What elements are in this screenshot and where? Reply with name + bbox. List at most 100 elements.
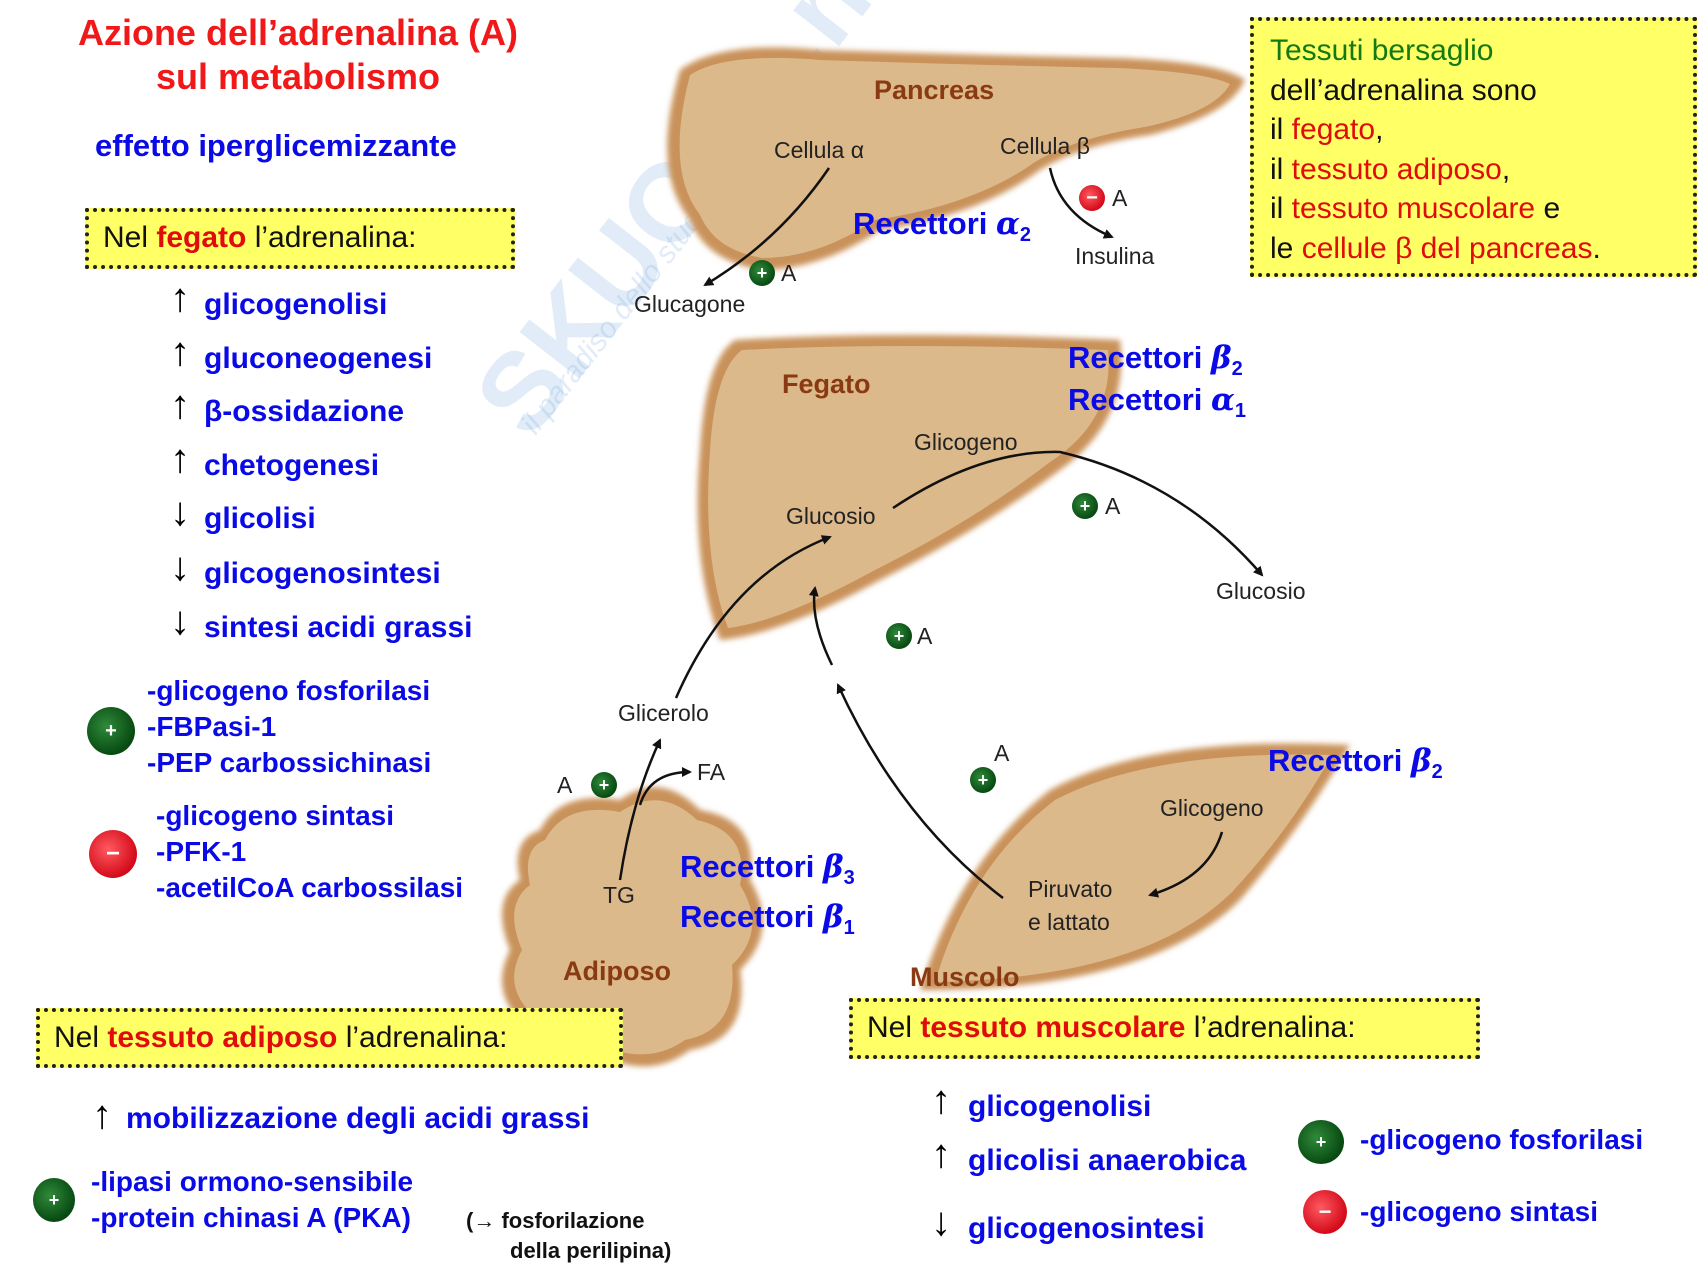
- label-glucagon: Glucagone: [634, 291, 746, 317]
- activation-icon: +: [87, 707, 135, 755]
- effect-item: β-ossidazione: [204, 395, 405, 428]
- label-glycogen-muscle: Glicogeno: [1160, 795, 1264, 821]
- muscle-box: Nel tessuto muscolare l’adrenalina:: [849, 998, 1480, 1059]
- muscle-inhibited-enzyme: -glicogeno sintasi: [1360, 1196, 1599, 1227]
- arrow-beta-to-insulin: [1048, 167, 1114, 239]
- arrow-glycerol-to-glucose: [674, 535, 832, 699]
- enzyme: -PFK-1: [156, 836, 247, 867]
- up-arrow-icon: ↑: [170, 437, 190, 481]
- effect-item: chetogenesi: [204, 449, 380, 482]
- enzyme: -protein chinasi A (PKA): [91, 1202, 411, 1233]
- targets-box: Tessuti bersaglio dell’adrenalina sono i…: [1250, 17, 1697, 277]
- label-glucose-liver: Glucosio: [786, 503, 876, 529]
- label-adipose: Adiposo: [563, 956, 671, 986]
- arrow-glycogen-to-pyruvate: [1148, 831, 1224, 898]
- adipose-activated-enzymes: -lipasi ormono-sensibile -protein chinas…: [91, 1164, 413, 1236]
- perilipin-note-1: (→ fosforilazione: [466, 1208, 645, 1233]
- adipose-shape: [502, 787, 763, 1067]
- arrow-liver-upper: [808, 586, 834, 666]
- enzyme: -lipasi ormono-sensibile: [91, 1166, 414, 1197]
- up-arrow-icon: ↑: [170, 330, 190, 374]
- label-a: A: [1105, 493, 1121, 519]
- enzyme: -glicogeno fosforilasi: [147, 675, 431, 706]
- targets-line: il tessuto muscolare e: [1270, 192, 1561, 225]
- effect-item: gluconeogenesi: [204, 342, 433, 375]
- effect-item: glicolisi anaerobica: [968, 1144, 1247, 1177]
- arrow-alpha-to-glucagon: [703, 167, 831, 287]
- title-line1: Azione dell’adrenalina (A): [77, 12, 519, 53]
- liver-inhibited-enzymes: -glicogeno sintasi -PFK-1 -acetilCoA car…: [156, 798, 463, 906]
- label-a: A: [917, 623, 933, 649]
- receptor-muscle-beta2: Recettori β2: [1268, 743, 1443, 784]
- label-insulin: Insulina: [1075, 243, 1155, 269]
- targets-line: dell’adrenalina sono: [1270, 73, 1537, 107]
- plus-icon: +: [591, 772, 617, 798]
- arrow-glycogen-to-glucose-out: [892, 450, 1264, 577]
- activation-icon: +: [33, 1178, 75, 1222]
- plus-icon: +: [970, 767, 996, 793]
- label-a: A: [1112, 185, 1128, 211]
- arrow-tg-to-glycerol: [618, 738, 662, 881]
- effect-item: glicogenosintesi: [968, 1212, 1205, 1245]
- inhibition-icon: −: [1303, 1190, 1347, 1234]
- label-lactate: e lattato: [1028, 909, 1110, 935]
- down-arrow-icon: ↓: [170, 490, 190, 534]
- label-cell-beta: Cellula β: [1000, 133, 1090, 159]
- enzyme: -PEP carbossichinasi: [147, 747, 432, 778]
- adipose-box-text: Nel tessuto adiposo l’adrenalina:: [54, 1021, 508, 1054]
- enzyme: -FBPasi-1: [147, 711, 277, 742]
- targets-line: le cellule β del pancreas.: [1270, 231, 1601, 265]
- up-arrow-icon: ↑: [170, 383, 190, 427]
- receptor-adipose-beta1: Recettori β1: [680, 899, 855, 940]
- label-tg: TG: [603, 882, 635, 908]
- muscle-box-text: Nel tessuto muscolare l’adrenalina:: [867, 1011, 1356, 1044]
- liver-activated-enzymes: -glicogeno fosforilasi -FBPasi-1 -PEP ca…: [147, 673, 431, 781]
- liver-box: Nel fegato l’adrenalina:: [85, 208, 515, 269]
- up-arrow-icon: ↑: [92, 1093, 112, 1137]
- subtitle: effetto iperglicemizzante: [95, 128, 457, 163]
- plus-icon: +: [749, 260, 775, 286]
- inhibition-icon: −: [89, 830, 137, 878]
- label-pancreas: Pancreas: [874, 75, 995, 105]
- receptor-pancreas-alpha2: Recettori α2: [853, 206, 1031, 247]
- targets-heading: Tessuti bersaglio: [1270, 34, 1494, 67]
- pancreas-shape: [667, 47, 1245, 270]
- arrow-muscle-to-liver: [836, 683, 1004, 899]
- enzyme: -glicogeno sintasi: [156, 800, 395, 831]
- receptor-liver-alpha1: Recettori α1: [1068, 382, 1246, 423]
- up-arrow-icon: ↑: [931, 1078, 951, 1122]
- targets-line: il fegato,: [1270, 113, 1384, 146]
- minus-icon: −: [1079, 185, 1105, 211]
- label-muscle: Muscolo: [910, 962, 1020, 992]
- plus-icon: +: [1072, 493, 1098, 519]
- liver-shape: [697, 335, 1122, 640]
- adipose-box: Nel tessuto adiposo l’adrenalina:: [36, 1008, 623, 1068]
- title-line2: sul metabolismo: [155, 56, 441, 97]
- effect-item: glicogenolisi: [204, 288, 388, 321]
- receptor-adipose-beta3: Recettori β3: [680, 849, 855, 890]
- effect-item: sintesi acidi grassi: [204, 611, 473, 644]
- up-arrow-icon: ↑: [170, 276, 190, 320]
- effect-item: glicogenolisi: [968, 1090, 1152, 1123]
- adipose-effect: mobilizzazione degli acidi grassi: [126, 1102, 590, 1135]
- label-a: A: [994, 740, 1010, 766]
- label-fa: FA: [697, 759, 726, 785]
- muscle-shape: [920, 743, 1350, 990]
- arrow-to-fa: [638, 767, 692, 806]
- activation-icon: +: [1298, 1120, 1344, 1164]
- receptor-liver-beta2: Recettori β2: [1068, 340, 1243, 381]
- up-arrow-icon: ↑: [931, 1132, 951, 1176]
- down-arrow-icon: ↓: [170, 599, 190, 643]
- down-arrow-icon: ↓: [170, 545, 190, 589]
- enzyme: -acetilCoA carbossilasi: [156, 872, 464, 903]
- targets-line: il tessuto adiposo,: [1270, 152, 1511, 186]
- label-glycerol: Glicerolo: [618, 700, 709, 726]
- liver-box-text: Nel fegato l’adrenalina:: [103, 221, 417, 254]
- effect-item: glicogenosintesi: [204, 557, 441, 590]
- label-glycogen-liver: Glicogeno: [914, 429, 1018, 455]
- label-a: A: [781, 260, 797, 286]
- label-glucose-out: Glucosio: [1216, 578, 1306, 604]
- muscle-activated-enzyme: -glicogeno fosforilasi: [1360, 1124, 1644, 1155]
